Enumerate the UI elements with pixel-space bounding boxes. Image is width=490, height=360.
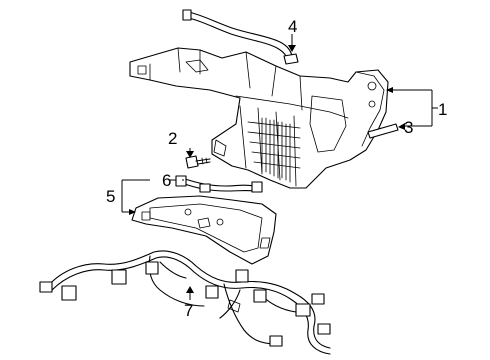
callout-4: 4 xyxy=(288,17,297,36)
callout-6: 6 xyxy=(162,171,171,190)
callout-5: 5 xyxy=(106,187,115,206)
bracket-part-5 xyxy=(131,195,277,265)
housing-part-1 xyxy=(129,47,389,189)
callout-3: 3 xyxy=(404,118,413,137)
callout-7: 7 xyxy=(184,301,193,320)
hose-part-4 xyxy=(182,9,299,65)
screw-part-2 xyxy=(185,155,211,169)
leader-lines xyxy=(121,34,438,300)
callout-2: 2 xyxy=(168,129,177,148)
callout-1: 1 xyxy=(438,100,447,119)
harness-part-7 xyxy=(39,250,331,355)
strip-part-3 xyxy=(367,123,399,139)
harness-part-6 xyxy=(175,175,263,193)
